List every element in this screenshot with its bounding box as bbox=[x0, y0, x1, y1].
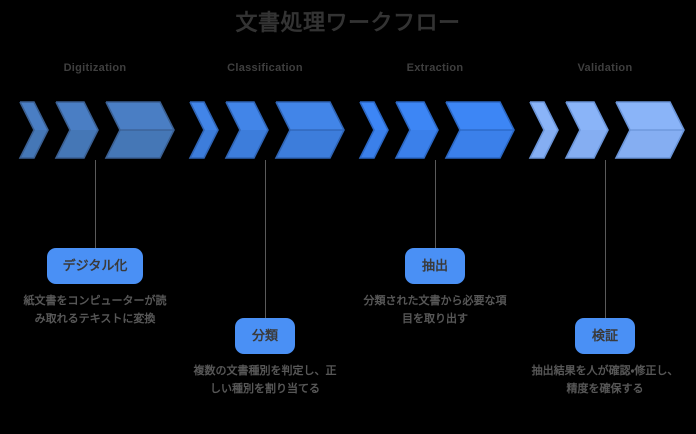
chevron-cluster-digitization[interactable] bbox=[8, 100, 182, 160]
connector-line-classification bbox=[265, 160, 266, 318]
chevron-group-icon bbox=[358, 101, 515, 159]
chevron-medium-icon bbox=[564, 101, 609, 159]
stage-classification: Classification bbox=[178, 0, 352, 434]
chevron-small-icon bbox=[18, 101, 49, 159]
badge-validation[interactable]: 検証 bbox=[575, 318, 635, 354]
chevron-large-icon bbox=[104, 101, 175, 159]
description-extraction: 分類された文書から必要な項目を取り出す bbox=[363, 295, 507, 325]
connector-line-digitization bbox=[95, 160, 96, 248]
stage-label-validation: Validation bbox=[577, 62, 633, 74]
description-digitization: 紙文書をコンピューターが読み取れるテキストに変換 bbox=[23, 295, 167, 325]
stage-label-extraction: Extraction bbox=[406, 62, 464, 74]
badge-digitization[interactable]: デジタル化 bbox=[47, 248, 143, 284]
chevron-group-icon bbox=[188, 101, 345, 159]
page-title: 文書処理ワークフロー bbox=[235, 10, 461, 35]
chevron-cluster-validation[interactable] bbox=[518, 100, 692, 160]
chevron-cluster-extraction[interactable] bbox=[348, 100, 522, 160]
description-classification: 複数の文書種別を判定し、正しい種別を割り当てる bbox=[193, 365, 337, 395]
chevron-medium-icon bbox=[54, 101, 99, 159]
badge-extraction[interactable]: 抽出 bbox=[405, 248, 465, 284]
chevron-medium-icon bbox=[394, 101, 439, 159]
connector-line-validation bbox=[605, 160, 606, 318]
chevron-small-icon bbox=[188, 101, 219, 159]
chevron-cluster-classification[interactable] bbox=[178, 100, 352, 160]
stage-digitization: Digitization bbox=[8, 0, 182, 434]
stage-extraction: Extraction bbox=[348, 0, 522, 434]
stage-label-digitization: Digitization bbox=[63, 62, 127, 74]
connector-line-extraction bbox=[435, 160, 436, 248]
chevron-small-icon bbox=[358, 101, 389, 159]
chevron-medium-icon bbox=[224, 101, 269, 159]
badge-classification[interactable]: 分類 bbox=[235, 318, 295, 354]
chevron-group-icon bbox=[528, 101, 685, 159]
description-validation: 抽出結果を人が確認・修正し、精度を確保する bbox=[531, 365, 679, 395]
chevron-large-icon bbox=[444, 101, 515, 159]
chevron-large-icon bbox=[274, 101, 345, 159]
chevron-group-icon bbox=[18, 101, 175, 159]
stage-validation: Validation bbox=[518, 0, 692, 434]
chevron-large-icon bbox=[614, 101, 685, 159]
stage-label-classification: Classification bbox=[227, 62, 303, 74]
chevron-small-icon bbox=[528, 101, 559, 159]
